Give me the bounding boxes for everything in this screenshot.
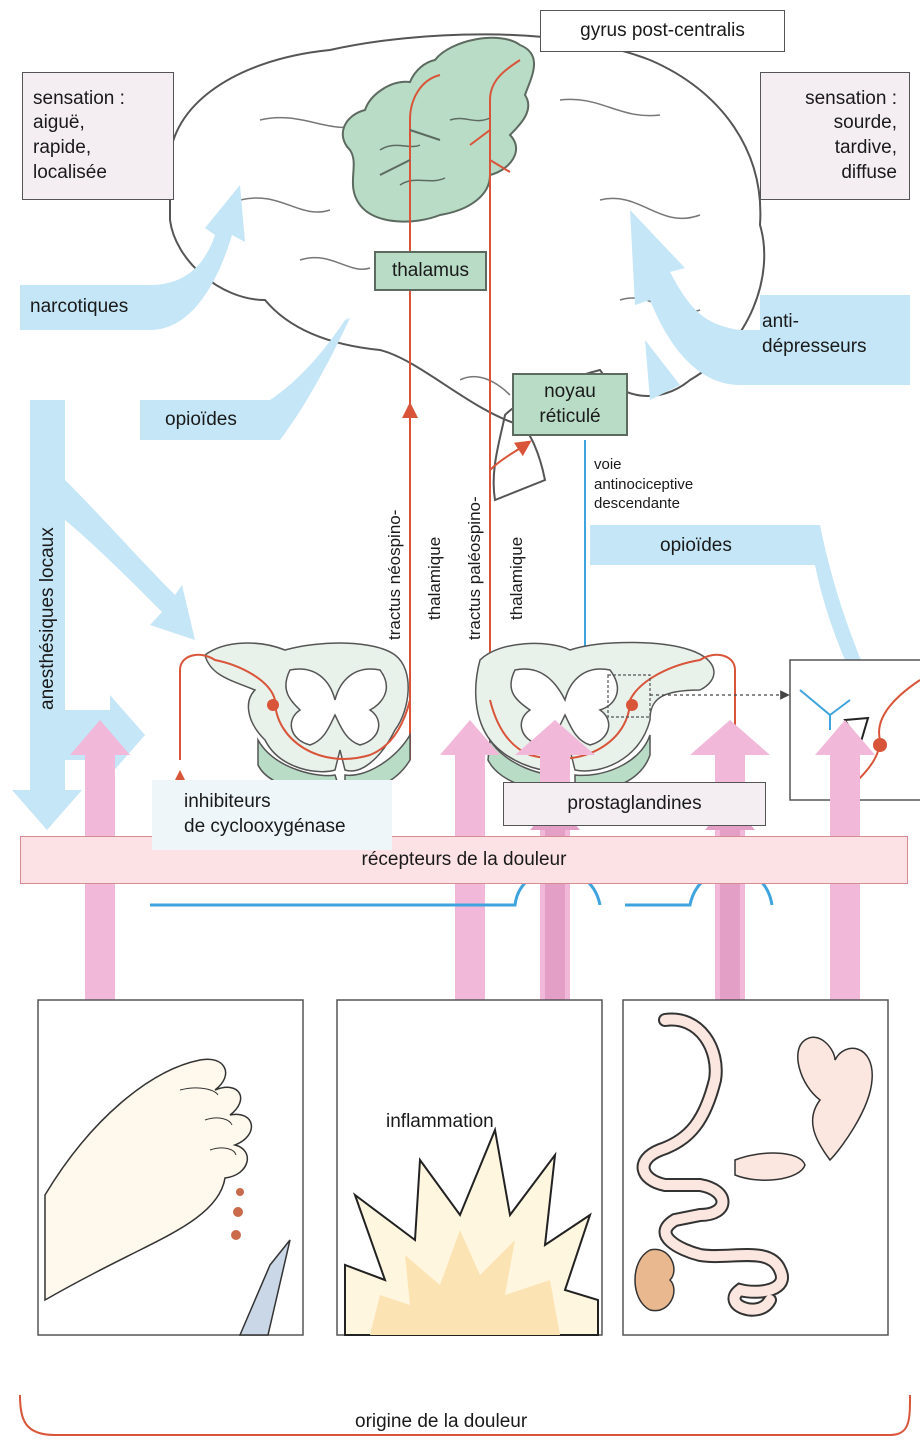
anesthesiques-label: anesthésiques locaux [37, 527, 58, 710]
prostaglandines-label: prostaglandines [503, 782, 766, 826]
inflammation-label: inflammation [386, 1110, 494, 1135]
panel-inflammation [337, 1000, 602, 1335]
opioides-right-label: opioïdes [660, 534, 732, 559]
inhibiteurs-label: inhibiteurs de cyclooxygénase [152, 780, 392, 850]
panel-injury [38, 1000, 303, 1335]
spinal-cord-left [180, 643, 410, 792]
panel-organs [623, 1000, 888, 1335]
gyrus-label: gyrus post-centralis [540, 10, 785, 52]
thalamus-label: thalamus [374, 251, 487, 291]
voie-antinociceptive-label: voie antinociceptive descendante [594, 455, 693, 514]
sensation-right-label: sensation : sourde, tardive, diffuse [760, 72, 910, 200]
noyau-reticule-label: noyau réticulé [512, 373, 628, 436]
origine-douleur-label: origine de la douleur [355, 1410, 527, 1435]
opioides-top-label: opioïdes [165, 408, 237, 433]
tractus-paleo-label-1: tractus paléospino- [465, 496, 484, 640]
narcotiques-label: narcotiques [30, 295, 128, 320]
tractus-neo-label-2: thalamique [425, 537, 444, 620]
sensation-left-label: sensation : aiguë, rapide, localisée [22, 72, 174, 200]
tractus-neo-label-1: tractus néospino- [385, 510, 404, 640]
tractus-paleo-label-2: thalamique [507, 537, 526, 620]
antidepresseurs-label: anti- dépresseurs [762, 310, 867, 359]
